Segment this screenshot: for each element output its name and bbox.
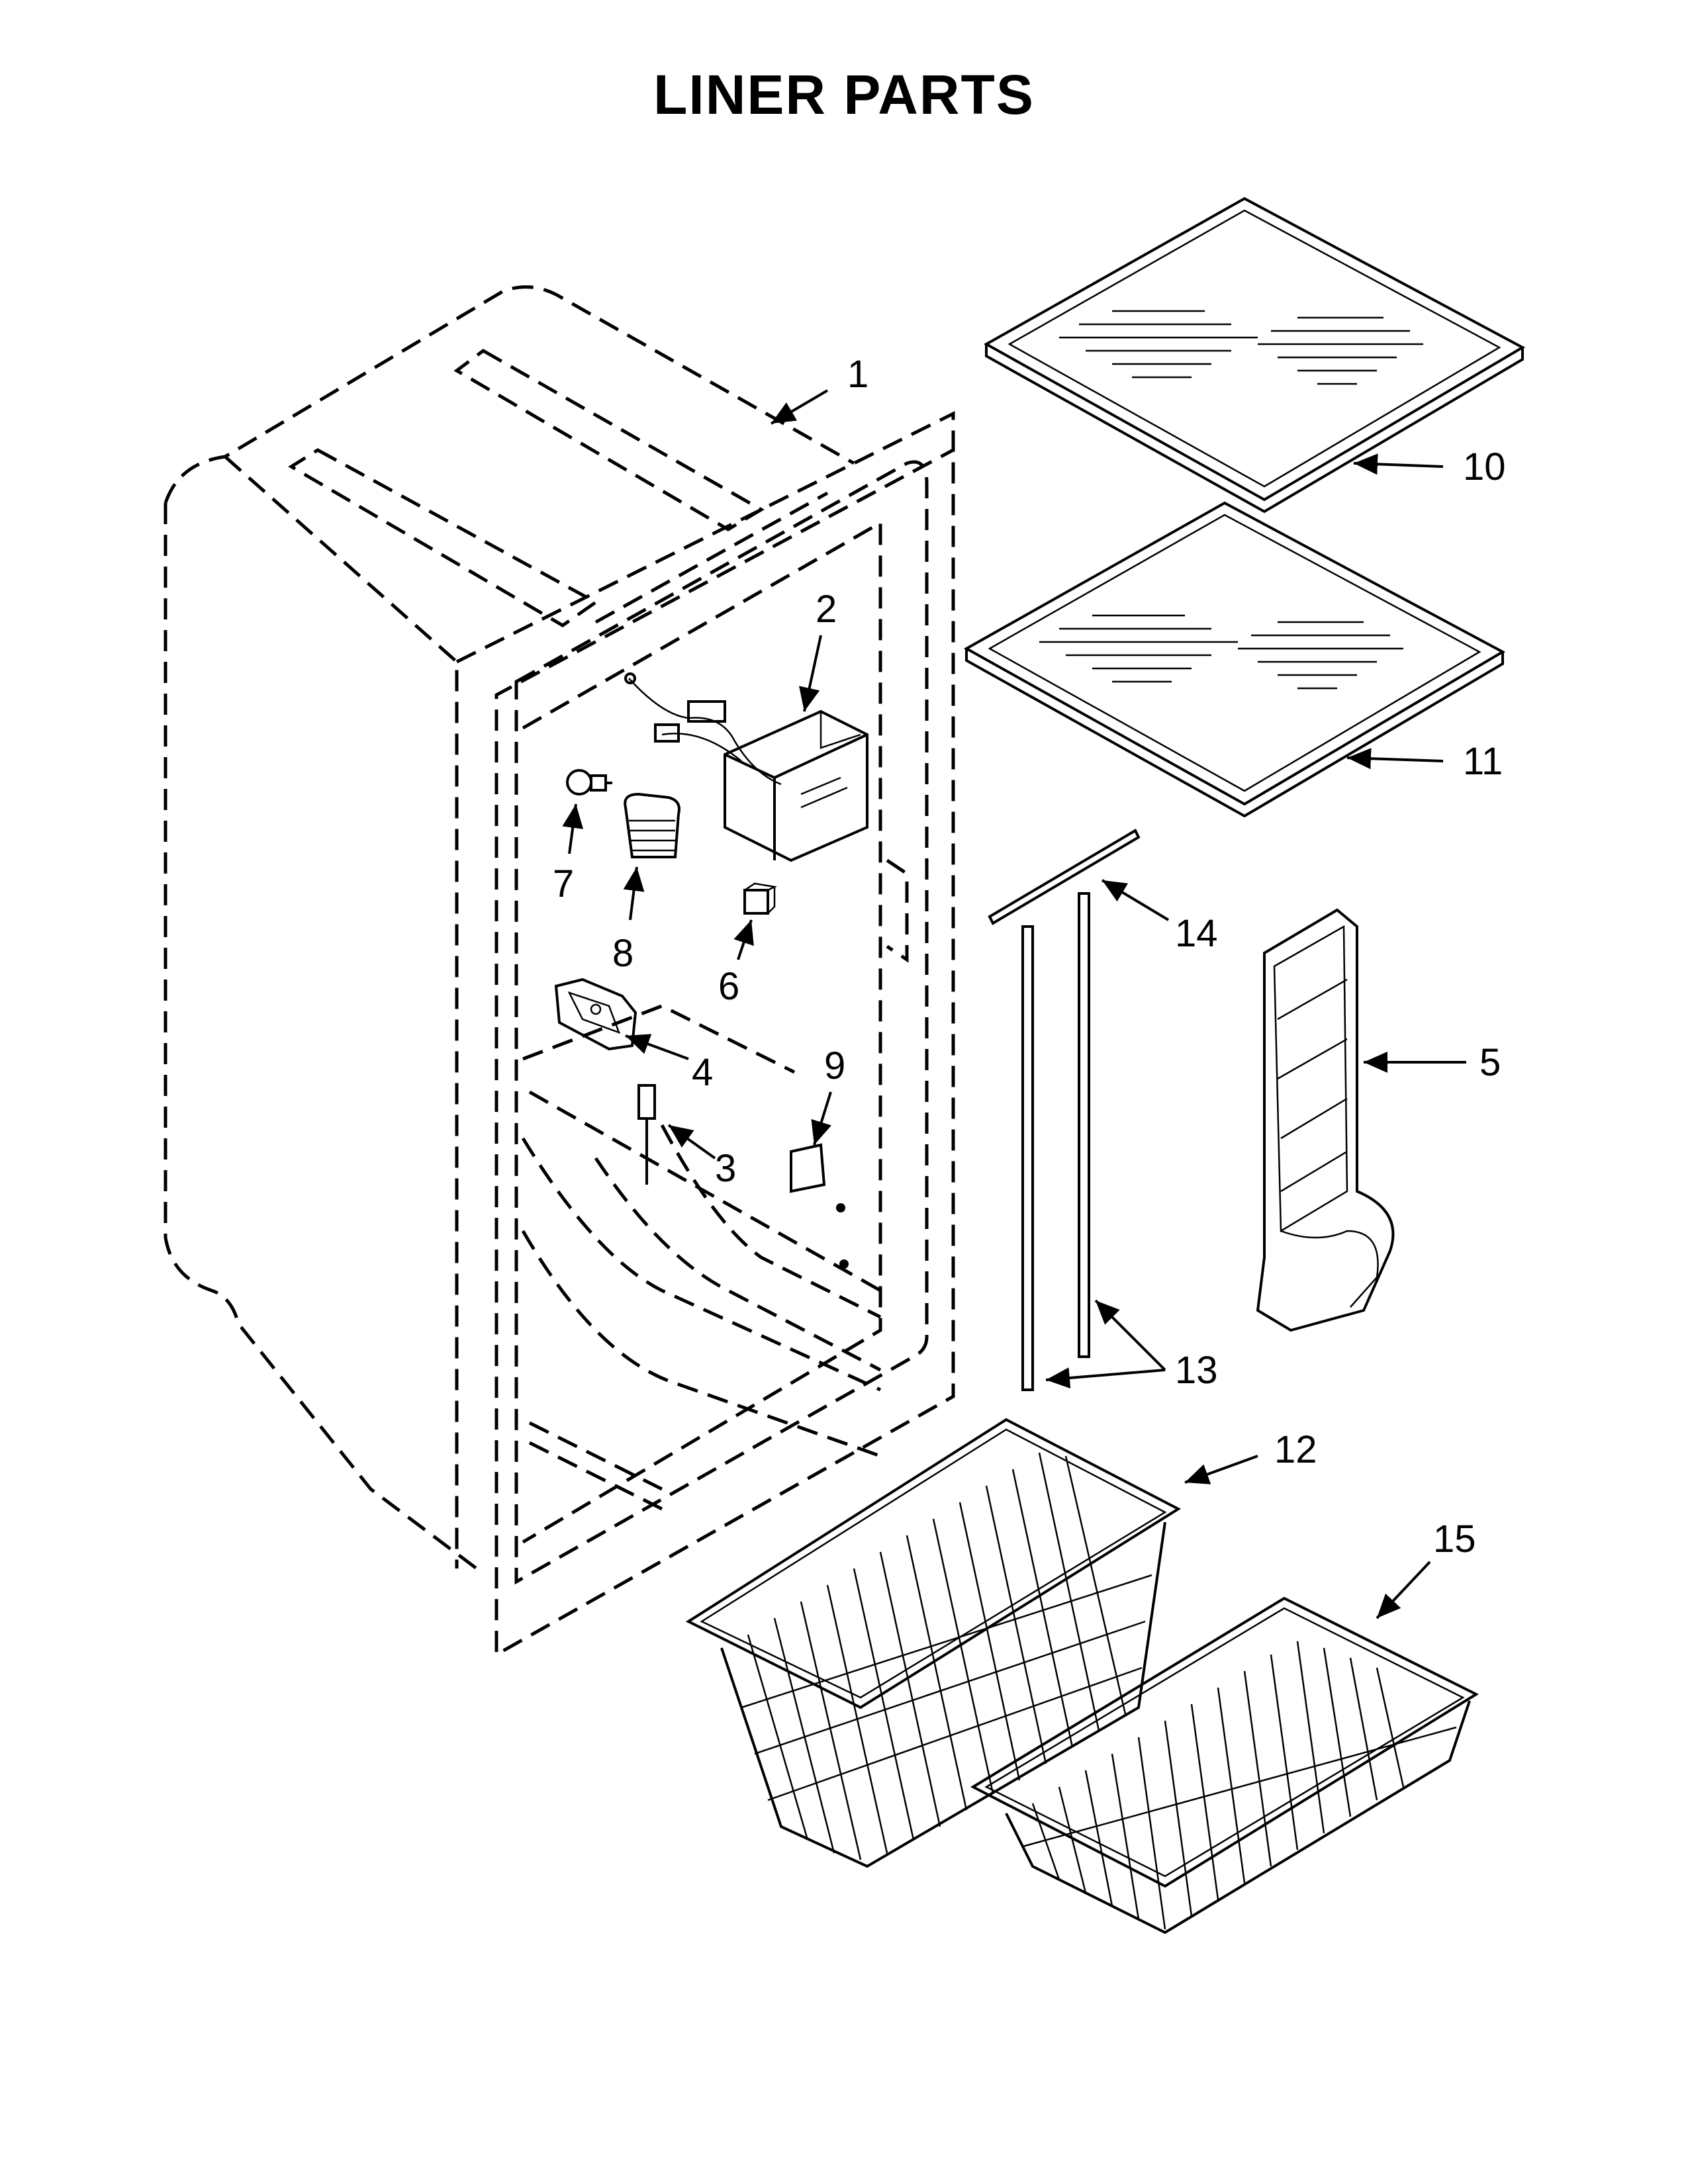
callout-11: 11 — [1463, 740, 1503, 783]
callout-4: 4 — [692, 1051, 713, 1094]
label-sticker — [790, 1143, 849, 1269]
trim-horizontal — [988, 829, 1141, 925]
page-title: LINER PARTS — [653, 64, 1035, 126]
glass-shelf-top — [983, 197, 1526, 514]
callout-6: 6 — [718, 965, 739, 1008]
light-shield — [624, 792, 680, 858]
callout-1: 1 — [847, 353, 868, 396]
trim-vertical — [1021, 892, 1090, 1391]
callout-14: 14 — [1175, 912, 1218, 955]
callout-3: 3 — [715, 1147, 736, 1190]
switch — [743, 882, 777, 915]
callout-10: 10 — [1463, 445, 1506, 488]
sensor — [637, 1084, 656, 1185]
liner-cabinet — [164, 285, 955, 1658]
control-housing — [624, 672, 868, 862]
callout-8: 8 — [612, 932, 633, 975]
thermostat-bracket — [554, 978, 637, 1051]
callout-7: 7 — [553, 862, 574, 905]
wire-basket-large — [685, 1418, 1182, 1868]
callout-13: 13 — [1175, 1349, 1218, 1392]
callout-15: 15 — [1433, 1518, 1476, 1561]
air-duct-cover — [1256, 908, 1395, 1332]
wire-basket-small — [970, 1596, 1479, 1934]
callout-2: 2 — [816, 588, 837, 631]
callout-12: 12 — [1274, 1428, 1317, 1471]
leader-lines — [562, 389, 1466, 1619]
glass-shelf-bottom — [963, 501, 1506, 818]
callout-9: 9 — [824, 1044, 845, 1087]
callout-5: 5 — [1479, 1041, 1501, 1084]
callout-labels: 1 2 3 4 5 6 7 8 9 10 11 12 13 14 15 — [553, 353, 1506, 1561]
light-bulb — [566, 769, 612, 796]
